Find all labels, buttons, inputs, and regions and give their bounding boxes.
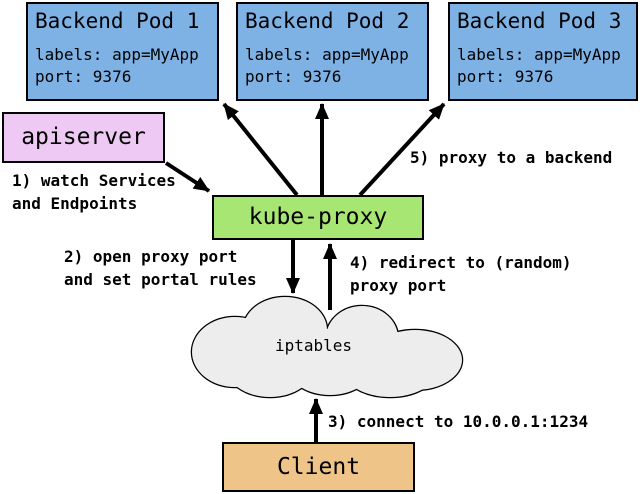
apiserver-box: apiserver [2,112,165,163]
client-label: Client [276,453,361,480]
note-proxy-backend: 5) proxy to a backend [410,146,612,169]
pod-port: port: 9376 [245,67,342,86]
note-line: and set portal rules [64,270,257,289]
pod-title: Backend Pod 1 [35,9,200,33]
arrow-kubeproxy-to-pod3 [358,102,446,197]
pod-port: port: 9376 [457,67,554,86]
note-line: 5) proxy to a backend [410,148,613,167]
iptables-cloud [190,295,464,399]
kube-proxy-label: kube-proxy [248,204,388,230]
backend-pod-3-box: Backend Pod 3 labels: app=MyApp port: 93… [448,2,638,101]
pod-labels: labels: app=MyApp [245,45,409,64]
kube-proxy-box: kube-proxy [212,195,424,240]
note-redirect: 4) redirect to (random) proxy port [350,251,572,297]
pod-labels: labels: app=MyApp [457,45,621,64]
note-line: 4) redirect to (random) [350,253,572,272]
client-box: Client [222,442,415,492]
note-line: proxy port [350,276,447,295]
arrow-kubeproxy-to-pod1 [222,102,299,197]
backend-pod-1-box: Backend Pod 1 labels: app=MyApp port: 93… [26,2,219,101]
note-connect: 3) connect to 10.0.0.1:1234 [328,410,588,433]
iptables-label: iptables [275,336,353,355]
note-line: 1) watch Services [12,171,176,190]
note-line: and Endpoints [12,194,138,213]
apiserver-label: apiserver [21,124,146,150]
pod-labels: labels: app=MyApp [35,45,199,64]
note-watch-services: 1) watch Services and Endpoints [12,169,176,215]
pod-port: port: 9376 [35,67,132,86]
pod-title: Backend Pod 3 [457,9,622,33]
note-open-proxy-port: 2) open proxy port and set portal rules [64,245,257,291]
arrow-apiserver-to-kubeproxy [164,161,211,193]
backend-pod-2-box: Backend Pod 2 labels: app=MyApp port: 93… [236,2,429,101]
note-line: 2) open proxy port [64,247,238,266]
pod-title: Backend Pod 2 [245,9,410,33]
note-line: 3) connect to 10.0.0.1:1234 [328,412,589,431]
